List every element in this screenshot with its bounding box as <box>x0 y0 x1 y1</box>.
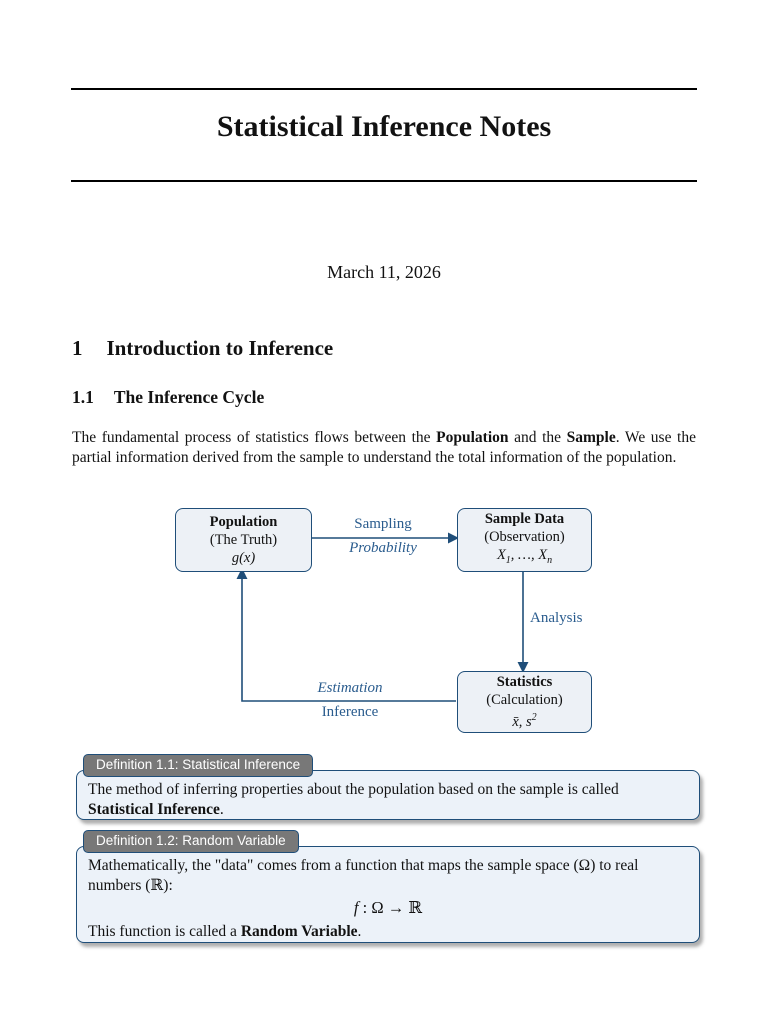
probability-label: Probability <box>349 540 417 556</box>
intro-bold-sample: Sample <box>566 429 616 446</box>
definition-box-1-1: Definition 1.1: Statistical Inference Th… <box>76 754 700 820</box>
formula-maps-to: : Ω → <box>358 898 409 917</box>
intro-bold-population: Population <box>436 429 509 446</box>
definition-1-1-body: The method of inferring properties about… <box>76 770 700 820</box>
definition-1-2-body: Mathematically, the "data" comes from a … <box>76 846 700 943</box>
definition-text: This function is called a <box>88 922 241 940</box>
sample-math-subn: n <box>547 554 553 566</box>
definition-1-2-text-1: Mathematically, the "data" comes from a … <box>88 857 639 894</box>
intro-text: . We use the partial information derived… <box>72 429 696 466</box>
intro-paragraph: The fundamental process of statistics fl… <box>72 428 696 467</box>
population-subtitle: (The Truth) <box>209 532 278 548</box>
document-date: March 11, 2026 <box>327 262 441 282</box>
subsection-heading: 1.1 The Inference Cycle <box>72 387 264 408</box>
formula-reals: ℝ <box>408 898 423 917</box>
subsection-title: The Inference Cycle <box>113 387 265 407</box>
statistics-math: x̄, s2 <box>458 709 591 731</box>
sample-math-dots: , …, <box>510 547 539 564</box>
sampling-label: Sampling <box>354 516 412 532</box>
population-node: Population (The Truth) g(x) <box>175 508 312 572</box>
statistics-math-base: x̄, s <box>512 713 532 730</box>
sample-math-x1: X <box>496 547 506 564</box>
definition-1-1-text: The method of inferring properties about… <box>88 780 688 819</box>
sample-math: X1, …, Xn <box>458 546 591 570</box>
definition-box-1-2: Definition 1.2: Random Variable Mathemat… <box>76 830 700 943</box>
statistics-subtitle: (Calculation) <box>486 692 563 709</box>
sample-data-node: Sample Data (Observation) X1, …, Xn <box>457 508 592 572</box>
title-rule-top <box>71 88 697 90</box>
definition-bold-term: Statistical Inference <box>88 800 220 818</box>
population-math: g(x) <box>231 550 256 566</box>
definition-1-2-tab: Definition 1.2: Random Variable <box>83 830 299 853</box>
intro-text: and the <box>508 429 567 446</box>
sample-math-sub1: 1 <box>505 554 511 566</box>
definition-text: . <box>219 800 224 818</box>
estimation-arrow <box>236 568 456 702</box>
definition-text: . <box>357 922 362 940</box>
section-number: 1 <box>72 336 83 360</box>
formula-f: f <box>353 898 359 917</box>
definition-1-2-text-2: This function is called a Random Variabl… <box>88 922 688 942</box>
intro-text: The fundamental process of statistics fl… <box>72 429 437 446</box>
title-rule-bottom <box>71 180 697 182</box>
diagram-arrows <box>236 532 529 702</box>
sample-subtitle: (Observation) <box>484 529 565 546</box>
estimation-label: Estimation <box>317 680 383 696</box>
section-title: Introduction to Inference <box>106 336 334 360</box>
statistics-title: Statistics <box>496 674 553 691</box>
inference-cycle-diagram: Population (The Truth) g(x) Sample Data … <box>150 500 620 745</box>
sample-title: Sample Data <box>484 511 565 528</box>
statistics-math-sup: 2 <box>531 712 537 724</box>
definition-bold-term: Random Variable <box>240 922 358 940</box>
document-title: Statistical Inference Notes <box>216 110 552 143</box>
random-variable-formula: f : Ω → ℝ <box>88 898 688 918</box>
definition-1-1-tab: Definition 1.1: Statistical Inference <box>83 754 314 777</box>
section-heading: 1 Introduction to Inference <box>72 336 333 361</box>
subsection-number: 1.1 <box>72 387 94 407</box>
definition-text: The method of inferring properties about… <box>88 781 619 798</box>
sample-math-x2: X <box>538 547 548 564</box>
population-title: Population <box>209 514 278 530</box>
inference-label: Inference <box>321 704 379 720</box>
analysis-label: Analysis <box>530 610 583 626</box>
statistics-node: Statistics (Calculation) x̄, s2 <box>457 671 592 733</box>
